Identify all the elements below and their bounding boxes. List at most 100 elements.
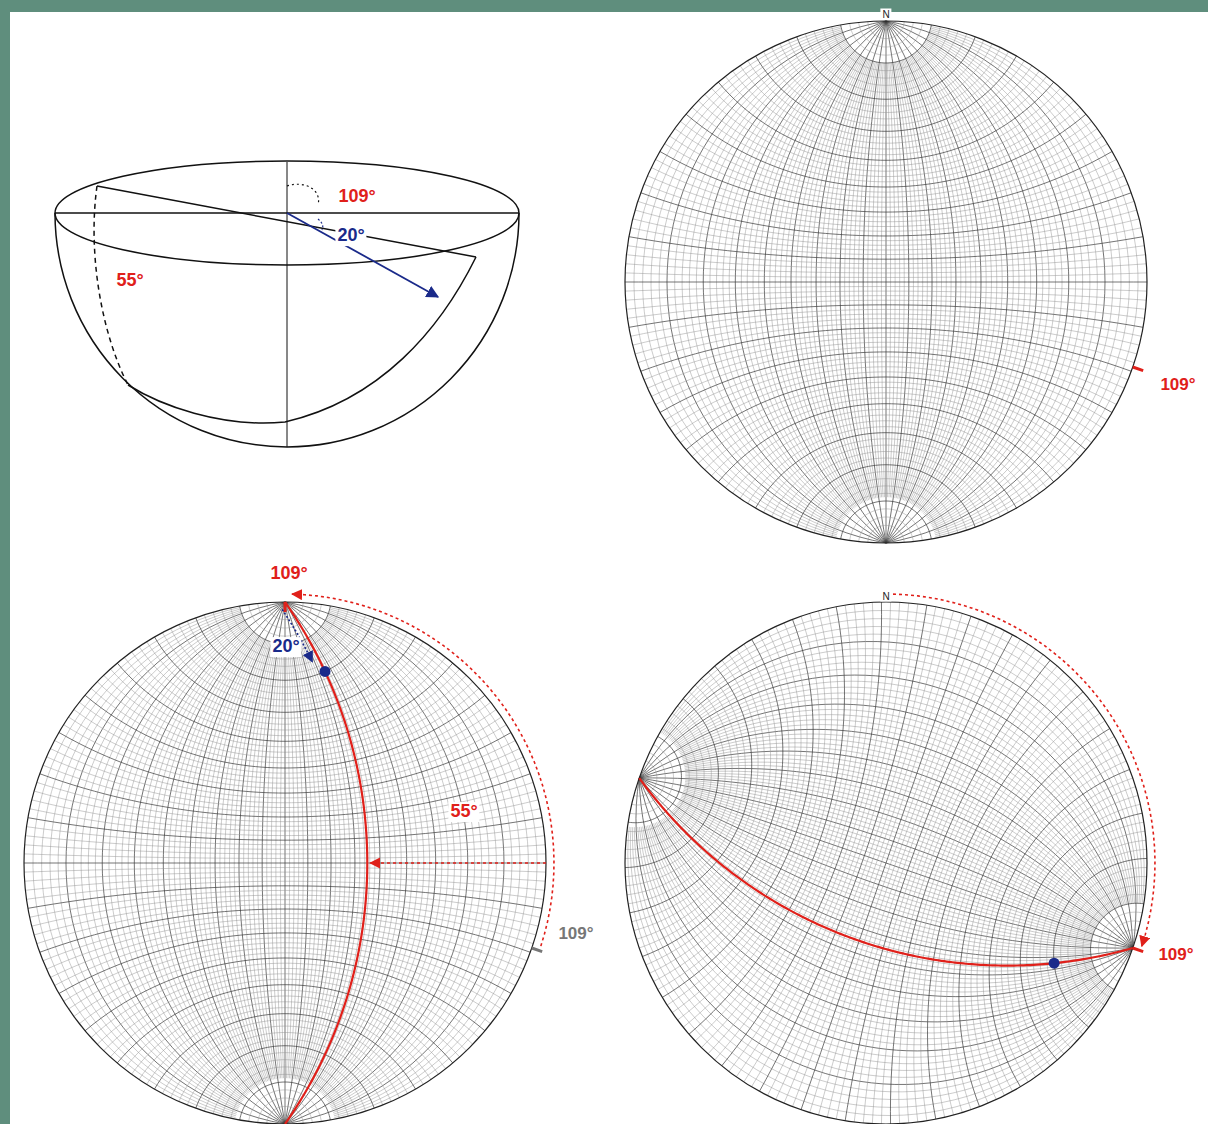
grid-line (294, 643, 317, 1079)
grid-line (859, 22, 914, 47)
grid-line (894, 62, 913, 498)
grid-line (155, 1014, 416, 1089)
grid-line (889, 63, 895, 497)
grid-line (881, 655, 1043, 1124)
grid-line (1091, 903, 1144, 989)
grid-line (629, 305, 1143, 327)
grid-line (253, 643, 276, 1079)
grid-line (667, 616, 819, 1005)
grid-line (34, 791, 536, 826)
grid-line (642, 639, 783, 956)
grid-line (30, 890, 541, 917)
grid-line (179, 625, 391, 694)
grid-line (25, 836, 544, 850)
plane-trace (128, 257, 476, 423)
grid-line (636, 649, 770, 939)
grid-line (231, 1074, 340, 1118)
grid-line (711, 88, 1060, 166)
grid-line (881, 63, 884, 497)
angle-label: 55° (448, 802, 479, 822)
angle-label: 20° (270, 637, 301, 657)
grid-line (95, 619, 244, 1105)
angle-label: 55° (114, 271, 145, 291)
reference-tick (532, 948, 542, 952)
grid-line (756, 56, 1017, 131)
grid-line (249, 1090, 322, 1122)
grid-line (729, 44, 849, 517)
grid-line (723, 43, 848, 518)
grid-line (772, 445, 1001, 516)
grid-line (925, 41, 1062, 521)
grid-line (635, 319, 1137, 354)
grid-line (899, 666, 1057, 1124)
grid-line (1027, 822, 1144, 1054)
grid-line (240, 1082, 331, 1120)
grid-line (625, 699, 718, 868)
grid-line (116, 623, 247, 1101)
grid-line (927, 38, 1076, 524)
grid-line (43, 914, 527, 961)
strike-tick (1133, 367, 1143, 371)
grid-line (995, 778, 1133, 1082)
grid-line (656, 159, 1117, 216)
grid-line (187, 1039, 383, 1105)
grid-line (678, 611, 832, 1020)
primitive-circle (625, 21, 1147, 543)
grid-line (891, 63, 904, 498)
rake-angle-arc (318, 219, 323, 230)
grid-line (633, 219, 1139, 250)
grid-line (626, 296, 1145, 310)
grid-line (632, 753, 666, 805)
grid-line (854, 639, 1020, 1122)
grid-line (832, 493, 941, 537)
grid-line (1054, 858, 1147, 1027)
grid-line (768, 607, 936, 1096)
grid-line (187, 621, 383, 687)
grid-line (763, 439, 1008, 513)
grid-line (648, 176, 1125, 227)
grid-line (1075, 886, 1146, 1006)
grid-line (24, 863, 546, 864)
grid-line (877, 21, 895, 30)
grid-line (651, 168, 1120, 222)
grid-line (180, 635, 257, 1089)
grid-line (924, 43, 1049, 518)
grid-line (914, 678, 1071, 1122)
strike-tick (1133, 948, 1143, 952)
grid-line (814, 479, 958, 533)
grid-line (930, 31, 1113, 532)
grid-line (672, 613, 825, 1012)
grid-line (626, 721, 697, 841)
grid-line (786, 54, 859, 506)
grid-line (832, 27, 941, 71)
grid-line (248, 643, 274, 1080)
grid-line (841, 25, 932, 63)
rotation-arc (292, 594, 554, 946)
grid-line (267, 603, 303, 620)
grid-line (630, 827, 1111, 1107)
grid-line (729, 602, 891, 1071)
grid-line (37, 782, 533, 821)
grid-line (42, 609, 241, 1116)
angle-label: 109° (336, 187, 377, 207)
grid-line (788, 40, 984, 106)
grid-line (797, 465, 976, 528)
grid-line (649, 630, 795, 973)
grid-line (710, 41, 847, 521)
grid-line (117, 985, 453, 1063)
grid-line (641, 193, 1132, 236)
dip-count-arrow (370, 862, 546, 864)
grid-line (174, 634, 256, 1090)
grid-line (626, 264, 1147, 273)
grid-line (47, 757, 524, 808)
grid-line (33, 608, 240, 1118)
grid-line (659, 31, 842, 532)
grid-line (1008, 795, 1138, 1071)
grid-line (307, 638, 365, 1084)
grid-line (708, 603, 865, 1054)
grid-line (660, 152, 1112, 213)
grid-line (635, 210, 1137, 245)
grid-line (763, 52, 1008, 126)
grid-line (47, 918, 524, 969)
